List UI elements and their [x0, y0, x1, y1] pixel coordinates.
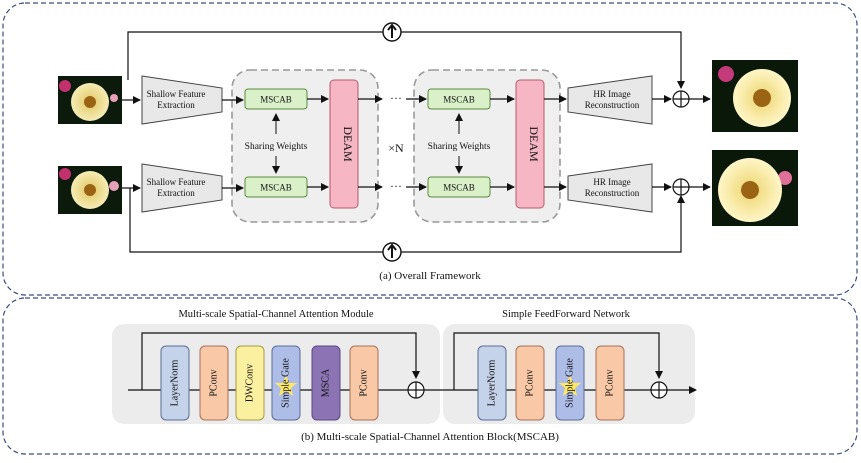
flow-arrows-top — [122, 95, 711, 104]
pconv-label: PConv — [209, 369, 220, 396]
mscab-label: MSCAB — [260, 183, 292, 193]
ellipsis-bottom: ··· — [390, 179, 402, 193]
hr-label-line2: Reconstruction — [585, 100, 640, 110]
framework-caption: (a) Overall Framework — [379, 270, 481, 282]
hr-label-line1: HR Image — [593, 89, 630, 99]
hr-label-line1: HR Image — [593, 177, 630, 187]
framework-frame — [2, 2, 858, 296]
skip-connection-top — [127, 31, 685, 89]
deam-block — [515, 79, 545, 209]
pconv-block — [515, 345, 545, 421]
deam-label: DEAM — [527, 126, 541, 162]
shallow-feature-extraction-bottom — [141, 163, 223, 213]
pconv-block — [199, 345, 229, 421]
shallow-label-line2: Extraction — [157, 188, 195, 198]
layernorm-block — [160, 345, 190, 421]
ellipsis-top: ··· — [390, 91, 402, 105]
flow-arrows-bottom — [122, 183, 711, 192]
circled-plus-icon — [407, 381, 425, 399]
simple-gate-label: Simple Gate — [565, 358, 576, 408]
shallow-label-line1: Shallow Feature — [147, 89, 206, 99]
circled-plus-icon — [650, 381, 668, 399]
input-image-top — [58, 76, 122, 124]
star-icon — [559, 375, 581, 396]
output-image-bottom — [712, 150, 798, 226]
msca-block — [311, 345, 341, 421]
simple-gate-label: Simple Gate — [281, 358, 292, 408]
deam-label: DEAM — [341, 126, 355, 162]
mscab-label: MSCAB — [260, 95, 292, 105]
ffn-title: Simple FeedForward Network — [502, 309, 630, 320]
circled-plus-icon — [672, 90, 690, 108]
layernorm-block — [477, 345, 507, 421]
module-title: Multi-scale Spatial-Channel Attention Mo… — [178, 309, 373, 320]
pconv-label: PConv — [359, 369, 370, 396]
sharing-weights-label: Sharing Weights — [245, 142, 308, 152]
layernorm-label: LayerNorm — [487, 359, 498, 406]
residual-loop-module — [141, 332, 420, 390]
pconv-label: PConv — [525, 369, 536, 396]
hr-reconstruction-top — [567, 75, 653, 125]
shallow-label-line2: Extraction — [157, 100, 195, 110]
mscab-label: MSCAB — [443, 183, 475, 193]
block-caption: (b) Multi-scale Spatial-Channel Attentio… — [301, 431, 559, 443]
residual-loop-ffn — [453, 332, 663, 390]
layernorm-label: LayerNorm — [170, 359, 181, 406]
shallow-feature-extraction-top — [141, 75, 223, 125]
dwconv-block — [235, 345, 265, 421]
upsample-icon — [382, 22, 402, 42]
skip-connection-bottom — [129, 188, 685, 253]
upsample-icon — [382, 242, 402, 262]
mscab-frame — [2, 297, 858, 455]
deam-block — [329, 79, 359, 209]
dwconv-label: DWConv — [245, 364, 256, 402]
circled-plus-icon — [672, 178, 690, 196]
msca-label: MSCA — [321, 368, 332, 397]
output-image-top — [712, 60, 798, 132]
sharing-weights-label: Sharing Weights — [428, 142, 491, 152]
mscab-label: MSCAB — [443, 95, 475, 105]
input-image-bottom — [58, 166, 122, 214]
hr-reconstruction-bottom — [567, 163, 653, 213]
pconv-label: PConv — [605, 369, 616, 396]
repeat-count-label: ×N — [388, 141, 404, 155]
shallow-label-line1: Shallow Feature — [147, 177, 206, 187]
pconv-block — [349, 345, 379, 421]
star-icon — [275, 375, 297, 396]
hr-label-line2: Reconstruction — [585, 188, 640, 198]
pconv-block — [595, 345, 625, 421]
